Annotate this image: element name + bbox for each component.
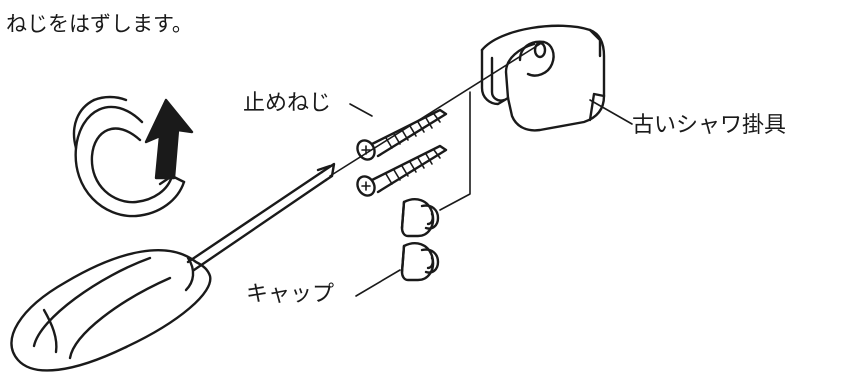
instruction-text: ねじをはずします。 (6, 14, 193, 35)
old-shower-holder (482, 26, 604, 131)
rotation-arrow-icon (74, 97, 192, 216)
holder-leader-line (590, 100, 632, 124)
screw-leader-line (350, 104, 372, 116)
cap-leader-line (356, 270, 400, 296)
label-cap: キャップ (246, 284, 334, 306)
screwdriver (11, 164, 334, 370)
cap-upper (402, 199, 438, 236)
label-screw: 止めねじ (243, 93, 331, 115)
label-old-holder: 古いシャワ掛具 (632, 115, 786, 137)
cap-lower (402, 243, 438, 280)
screw-lower (354, 146, 446, 199)
screw-upper (354, 110, 446, 163)
